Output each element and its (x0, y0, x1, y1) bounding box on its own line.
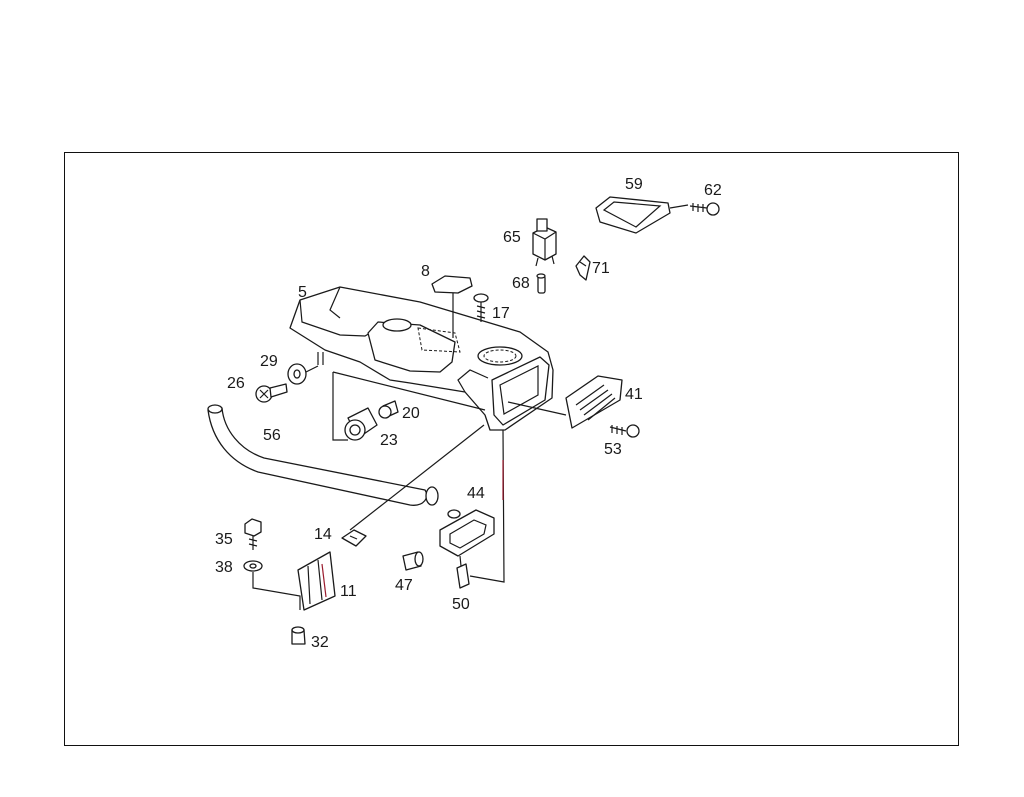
part-20-spacer (378, 400, 399, 419)
callout-20: 20 (402, 405, 420, 422)
callout-50: 50 (452, 596, 470, 613)
part-47-sleeve (402, 551, 424, 571)
part-29-washer (287, 363, 319, 385)
callout-35: 35 (215, 531, 233, 548)
callout-labels: 5 8 11 14 17 20 23 26 29 32 35 38 41 44 … (215, 176, 722, 651)
part-8-cap (431, 275, 473, 338)
callout-62: 62 (704, 182, 722, 199)
callout-68: 68 (512, 275, 530, 292)
callout-56: 56 (263, 427, 281, 444)
part-50-clip (456, 555, 470, 589)
part-32-nut (291, 626, 306, 645)
part-41-cover (507, 375, 623, 429)
callout-65: 65 (503, 229, 521, 246)
diagram-frame (64, 152, 959, 746)
part-14-clipnut (341, 424, 485, 547)
part-53-screw (609, 424, 640, 438)
part-35-bolt (244, 518, 262, 550)
callout-38: 38 (215, 559, 233, 576)
part-62-screw (669, 202, 720, 216)
callout-59: 59 (625, 176, 643, 193)
part-5-console (289, 286, 554, 431)
part-71-clip (575, 255, 591, 281)
callout-29: 29 (260, 353, 278, 370)
callout-5: 5 (298, 284, 307, 301)
part-68-pin (536, 273, 546, 294)
callout-11: 11 (340, 583, 357, 600)
callout-71: 71 (592, 260, 610, 277)
part-65-relay (532, 218, 557, 267)
part-11-bracket (297, 551, 336, 611)
callout-53: 53 (604, 441, 622, 458)
callout-23: 23 (380, 432, 398, 449)
callout-26: 26 (227, 375, 245, 392)
part-17-screw (473, 293, 489, 322)
part-26-bolt (255, 383, 288, 403)
callout-32: 32 (311, 634, 329, 651)
callout-47: 47 (395, 577, 413, 594)
callout-8: 8 (421, 263, 430, 280)
callout-14: 14 (314, 526, 332, 543)
callout-17: 17 (492, 305, 510, 322)
part-59-tray (595, 196, 671, 234)
callout-44: 44 (467, 485, 485, 502)
part-38-lockwasher (243, 560, 263, 572)
part-23-bushing (344, 407, 378, 441)
part-56-tube (207, 404, 439, 506)
part-44-handle (439, 509, 495, 557)
callout-41: 41 (625, 386, 643, 403)
